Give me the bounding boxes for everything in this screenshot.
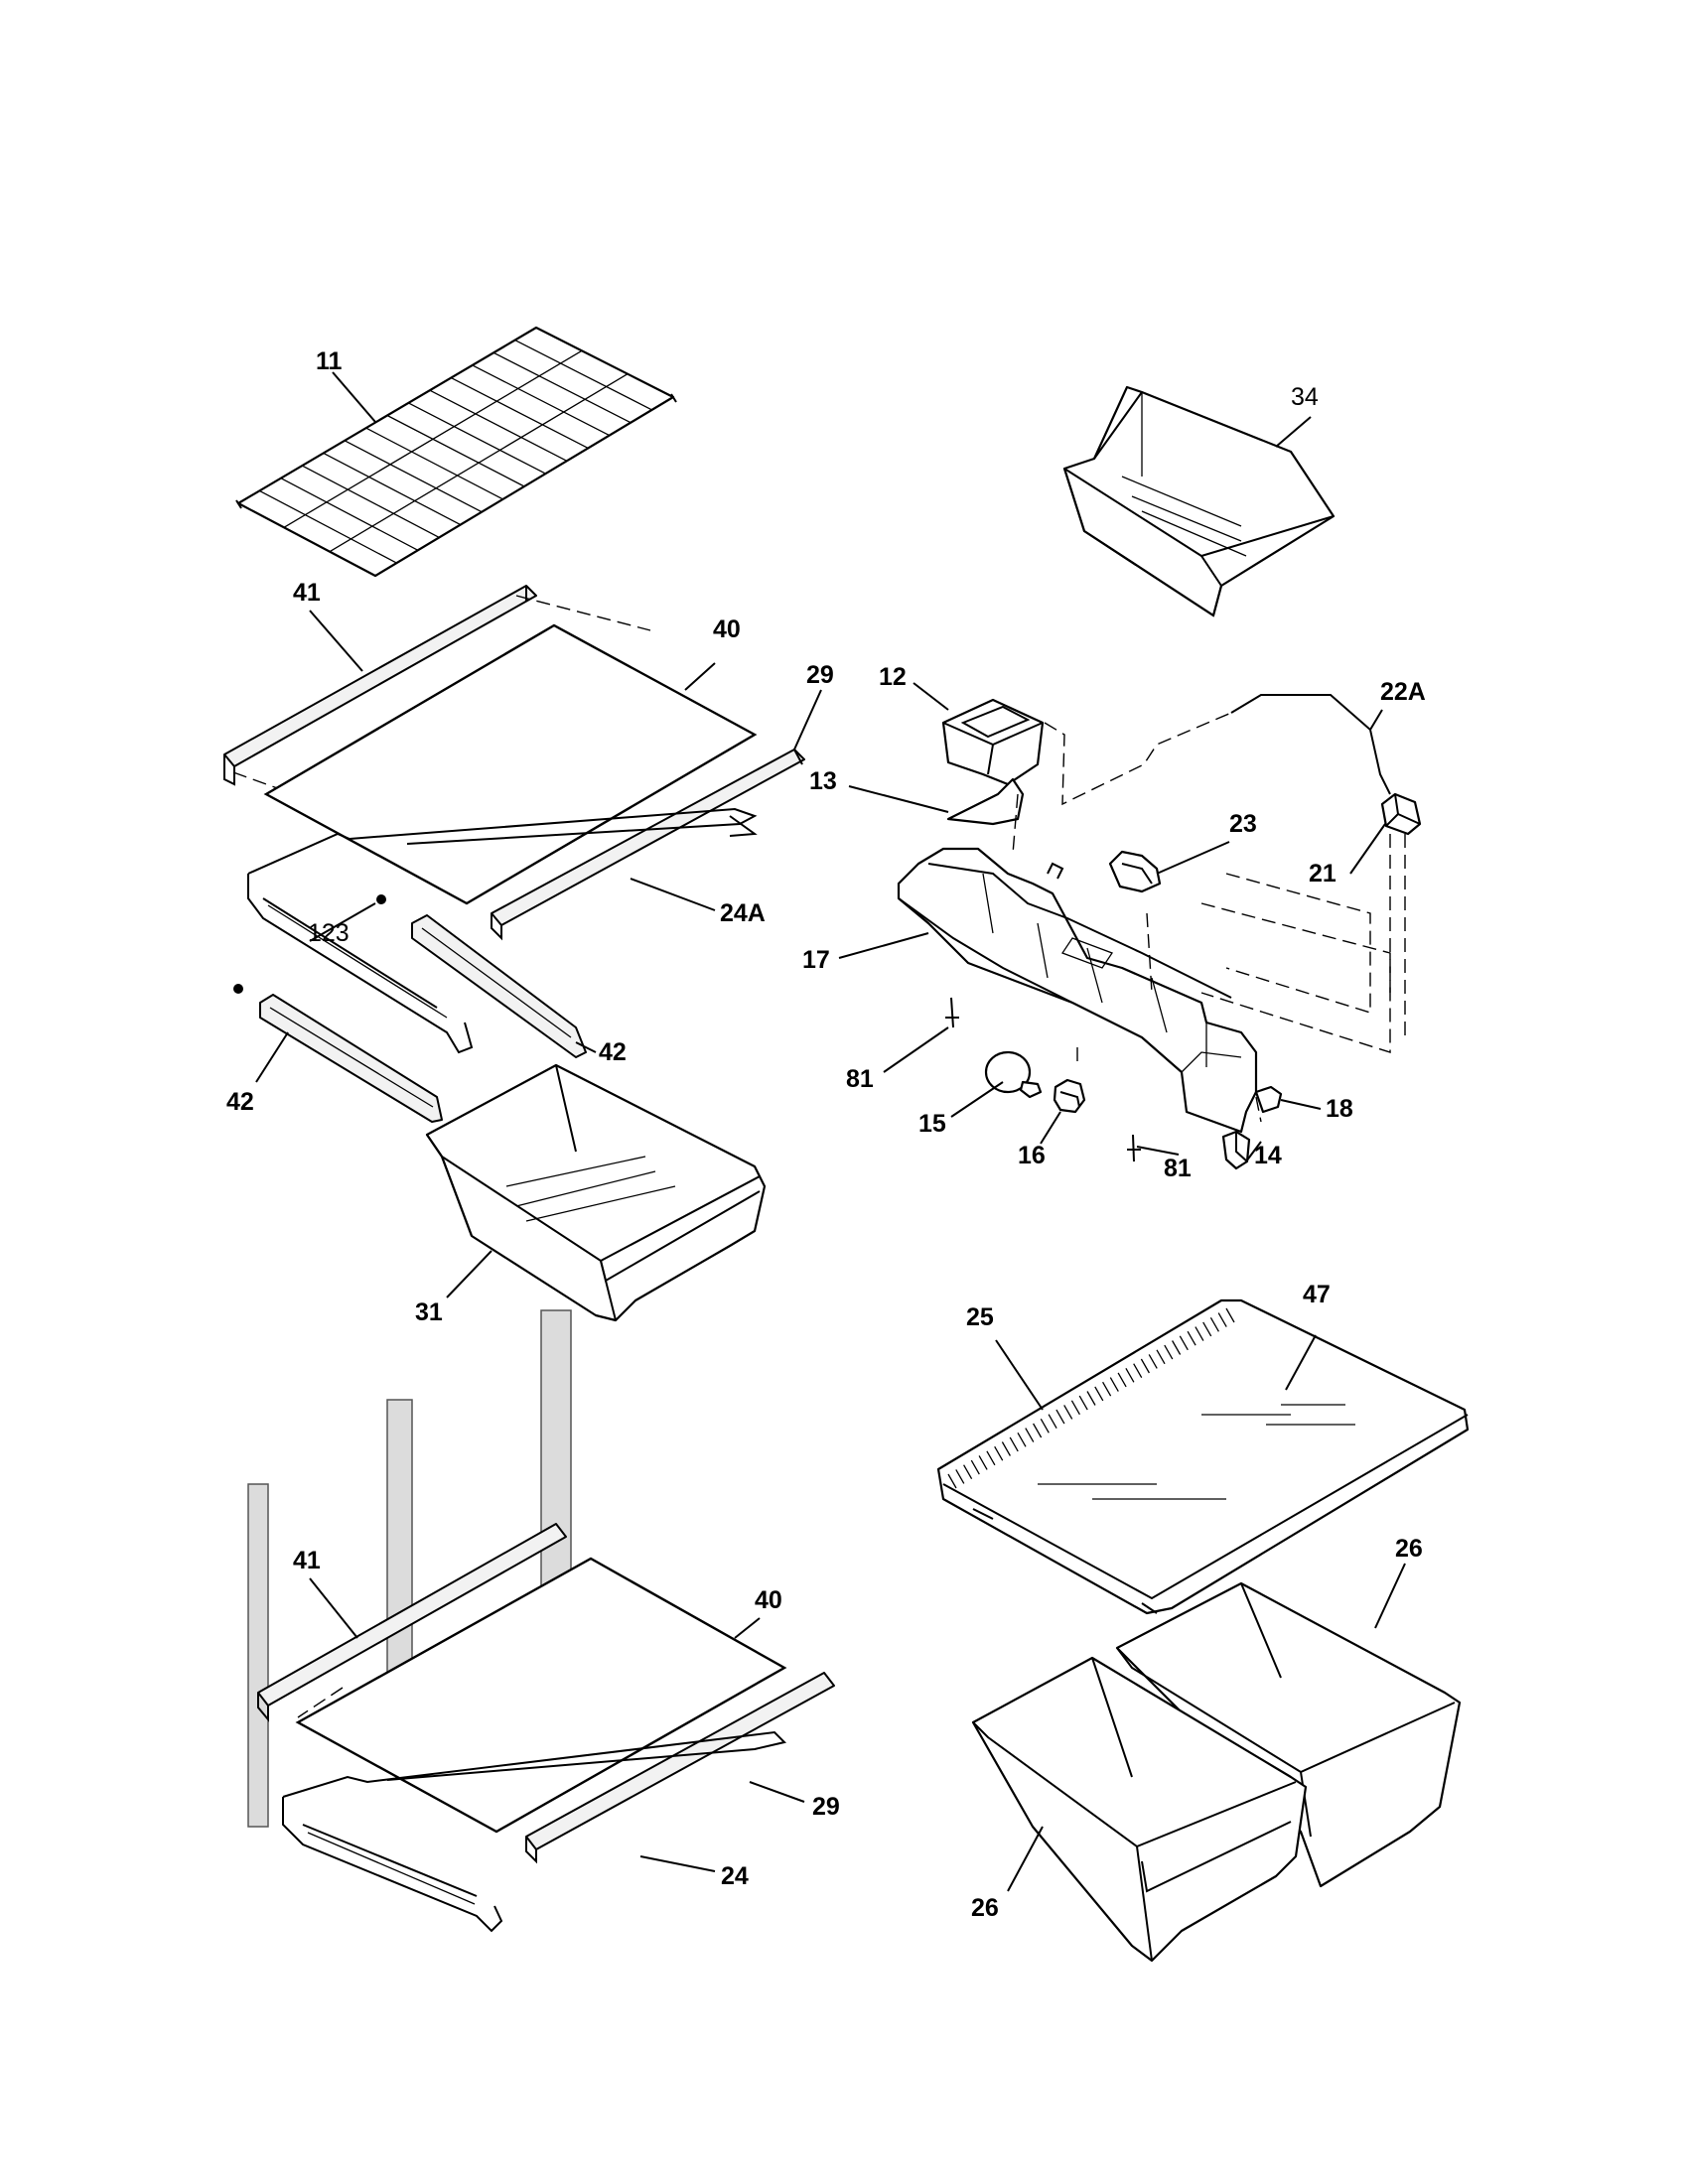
- label-part-24A: 24A: [720, 899, 766, 927]
- label-part-40-lower: 40: [755, 1586, 782, 1614]
- label-part-34: 34: [1291, 383, 1319, 411]
- label-part-18: 18: [1326, 1095, 1353, 1123]
- label-part-41-upper: 41: [293, 579, 321, 607]
- label-part-16: 16: [1018, 1142, 1046, 1169]
- bin-34: [1062, 385, 1336, 617]
- label-part-26-right: 26: [1395, 1535, 1423, 1563]
- label-part-13: 13: [809, 767, 837, 795]
- label-part-47: 47: [1303, 1281, 1331, 1308]
- label-part-40-upper: 40: [713, 615, 741, 643]
- label-part-29-upper: 29: [806, 661, 834, 689]
- part-labels: 11 34 41 40 29 12 22A 13 23 21 24A 17 12…: [226, 347, 1426, 1922]
- label-part-21: 21: [1309, 860, 1336, 887]
- lower-glass-shelf-assembly: [257, 1523, 835, 1933]
- crisper-drawer-26-front: [971, 1656, 1308, 1963]
- crisper-cover-25-47: [936, 1298, 1470, 1615]
- leader-lines: [255, 371, 1406, 1892]
- crisper-drawer-26-back: [1115, 1581, 1462, 1888]
- label-part-24: 24: [721, 1862, 749, 1890]
- label-part-22A: 22A: [1380, 678, 1426, 706]
- label-part-14: 14: [1254, 1142, 1282, 1169]
- drawer-31: [425, 1063, 767, 1322]
- wire-shelf-11: [235, 326, 677, 578]
- upper-glass-shelf-assembly: [223, 585, 805, 1123]
- label-part-29-lower: 29: [812, 1793, 840, 1821]
- control-housing-assembly: [897, 694, 1422, 1170]
- label-part-23: 23: [1229, 810, 1257, 838]
- label-part-15: 15: [918, 1110, 946, 1138]
- label-part-41-lower: 41: [293, 1547, 321, 1574]
- label-part-81-left: 81: [846, 1065, 874, 1093]
- label-part-12: 12: [879, 663, 907, 691]
- label-part-123: 123: [308, 919, 350, 947]
- label-part-26-left: 26: [971, 1894, 999, 1922]
- label-part-42-right: 42: [599, 1038, 627, 1066]
- label-part-31: 31: [415, 1298, 443, 1326]
- label-part-25: 25: [966, 1303, 994, 1331]
- label-part-81-right: 81: [1164, 1155, 1192, 1182]
- label-part-17: 17: [802, 946, 830, 974]
- label-part-42-left: 42: [226, 1088, 254, 1116]
- label-part-11: 11: [316, 347, 343, 375]
